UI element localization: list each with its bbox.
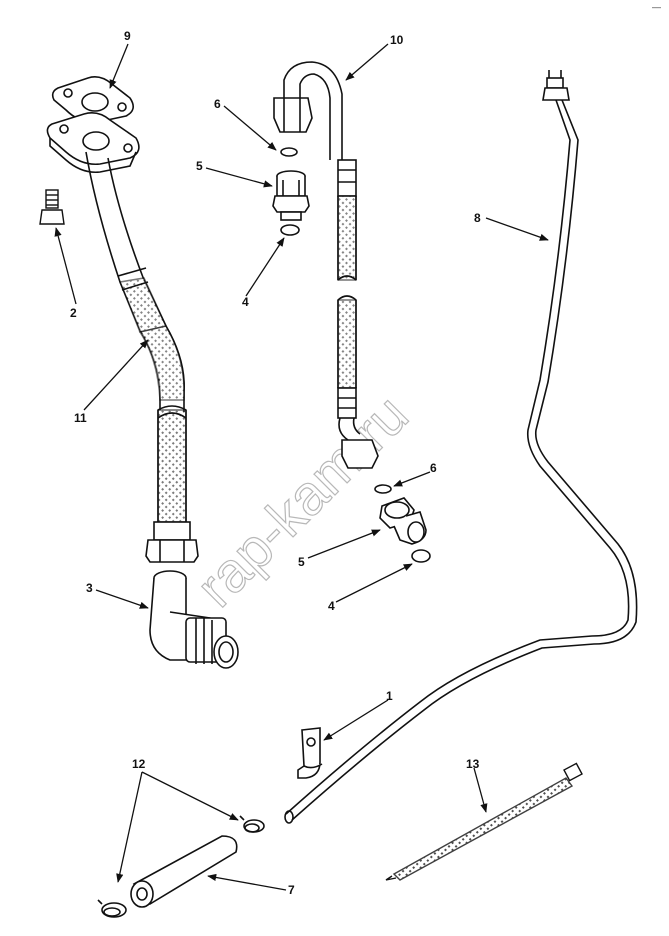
callout-8: 8 — [474, 211, 481, 225]
callout-6-upper: 6 — [214, 97, 221, 111]
o-ring-part-6-upper — [280, 147, 298, 157]
callout-13: 13 — [466, 757, 480, 771]
bolt-part-2 — [39, 189, 65, 225]
cable-tie-part-13 — [385, 762, 583, 881]
tube-part-8 — [284, 70, 638, 824]
drain-hose-part-11 — [85, 151, 199, 563]
sleeve-part-7 — [130, 835, 238, 908]
callout-5-lower: 5 — [298, 555, 305, 569]
callout-7: 7 — [288, 883, 295, 897]
connector-part-5-upper — [272, 170, 310, 221]
flange-plate — [46, 112, 140, 174]
clip-part-1 — [297, 727, 323, 779]
callout-2: 2 — [70, 306, 77, 320]
corner-mark: — — [652, 2, 661, 12]
o-ring-part-4-upper — [280, 224, 300, 236]
clamp-part-12-right — [239, 815, 265, 833]
callout-4-upper: 4 — [242, 295, 249, 309]
clamp-part-12-left — [97, 899, 127, 918]
callout-10: 10 — [390, 33, 404, 47]
leader-arrows — [54, 43, 549, 891]
callout-5-upper: 5 — [196, 159, 203, 173]
callout-1: 1 — [386, 689, 393, 703]
elbow-fitting-part-3 — [149, 570, 239, 669]
callout-6-lower: 6 — [430, 461, 437, 475]
o-ring-part-4-lower — [411, 549, 431, 563]
o-ring-part-6-lower — [374, 484, 392, 494]
callout-12: 12 — [132, 757, 146, 771]
connector-part-5-lower — [379, 497, 427, 545]
hose-part-10 — [273, 61, 379, 469]
watermark: rap-kam.ru — [184, 382, 420, 618]
callout-4-lower: 4 — [328, 599, 335, 613]
callout-11: 11 — [74, 411, 87, 425]
callout-9: 9 — [124, 29, 131, 43]
callout-3: 3 — [86, 581, 93, 595]
